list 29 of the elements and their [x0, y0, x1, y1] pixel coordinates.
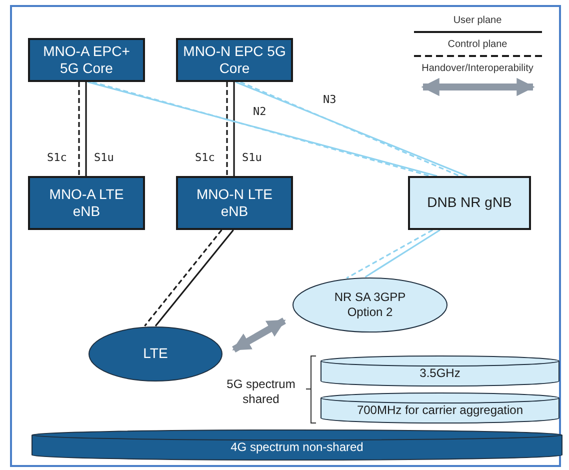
connector-line	[78, 82, 80, 176]
edge-label: S1c	[194, 152, 216, 163]
edge-label: S1u	[93, 152, 115, 163]
legend-label: User plane	[453, 16, 502, 26]
double-arrow	[232, 318, 286, 353]
legend-label: Control plane	[448, 40, 508, 50]
network-box: MNO-N EPC 5G Core	[176, 38, 293, 82]
connector-line	[144, 230, 222, 326]
spectrum-band: 4G spectrum non-shared	[31, 429, 563, 461]
connector-line	[346, 229, 433, 279]
connector-line	[226, 82, 228, 176]
network-box: MNO-N LTE eNB	[176, 176, 293, 230]
connector-line	[85, 82, 87, 176]
spectrum-band: 700MHz for carrier aggregation	[320, 392, 560, 424]
network-box: MNO-A LTE eNB	[28, 176, 145, 230]
legend-label: Handover/Interoperability	[422, 64, 534, 74]
connector-line	[233, 82, 235, 176]
edge-label: N3	[322, 94, 338, 105]
edge-label: S1u	[241, 152, 263, 163]
spectrum-band: 3.5GHz	[320, 355, 560, 387]
edge-label: S1c	[46, 152, 68, 163]
coverage-ellipse: LTE	[88, 326, 223, 382]
connector-line	[154, 230, 234, 326]
group-label: 5G spectrum shared	[226, 377, 296, 407]
coverage-ellipse: NR SA 3GPP Option 2	[292, 277, 448, 333]
connector-line	[364, 229, 440, 278]
edge-label: N2	[252, 106, 268, 117]
network-box: DNB NR gNB	[408, 176, 531, 230]
network-box: MNO-A EPC+ 5G Core	[28, 38, 145, 82]
